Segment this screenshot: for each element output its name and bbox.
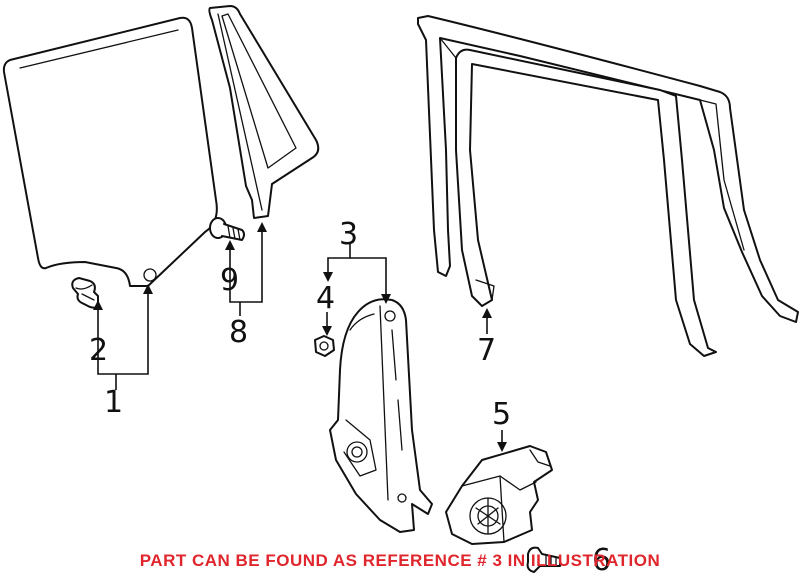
callout-5: 5 [492,397,511,432]
part-7-run-channel [417,15,799,357]
callout-7: 7 [477,333,496,368]
callout-9: 9 [220,263,239,298]
leader-lines [93,222,507,452]
callout-1: 1 [104,385,123,420]
part-6-screw [526,546,561,573]
part-5-window-motor [445,445,553,545]
callout-3: 3 [339,217,358,252]
part-4-nut [314,335,335,357]
part-3-window-regulator [329,298,433,533]
part-9-bolt [209,217,245,241]
part-2-glass-clip [71,277,99,309]
part-1-door-glass [2,16,218,287]
callout-6: 6 [592,543,611,577]
callout-2: 2 [89,333,108,368]
callout-4: 4 [316,281,335,316]
part-8-vent-glass [208,5,320,219]
callout-8: 8 [229,315,248,350]
